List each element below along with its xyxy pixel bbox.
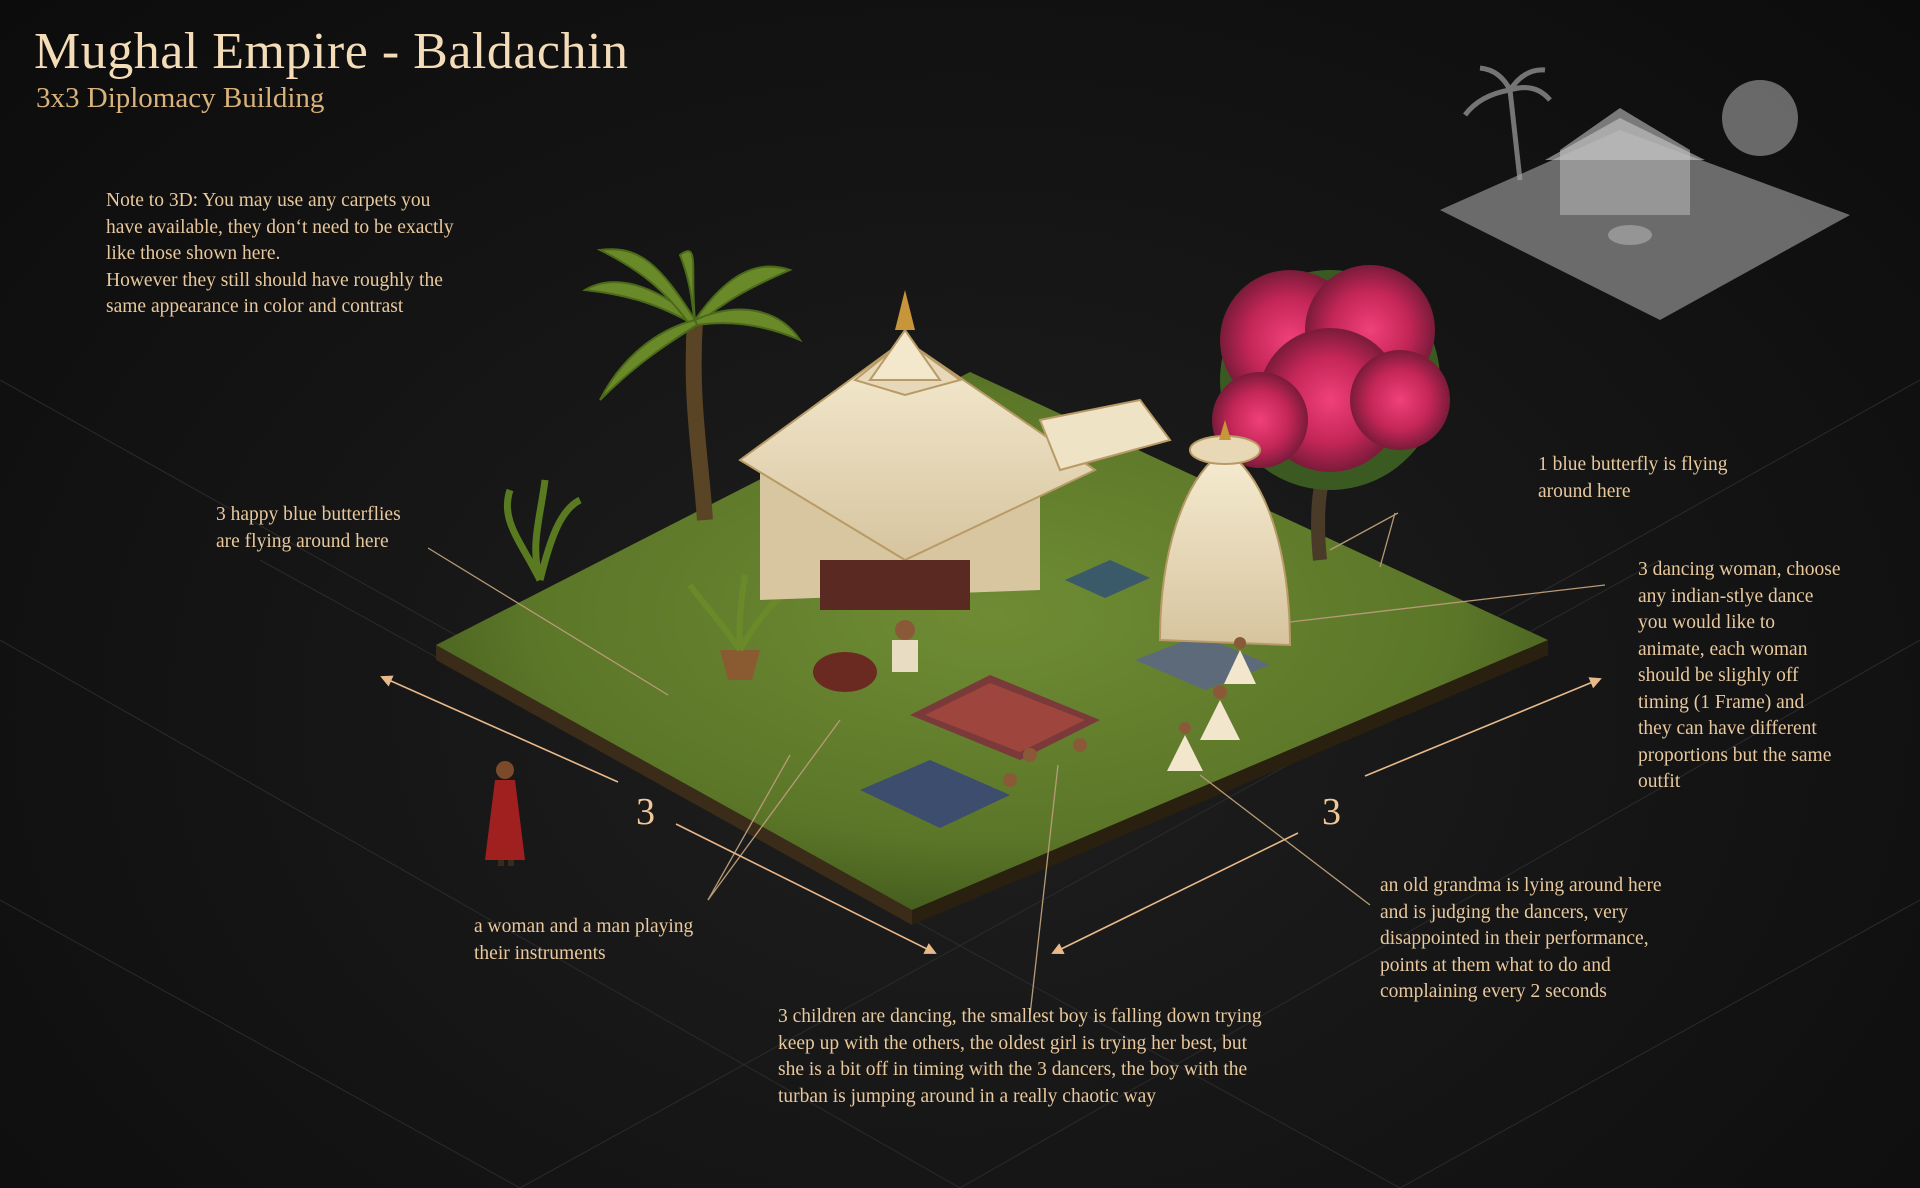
annotation-line: should be slighly off (1638, 665, 1799, 686)
small-round-tent (1158, 420, 1292, 647)
annotation-line: timing (1 Frame) and (1638, 691, 1805, 713)
palm-tree (581, 248, 803, 521)
page-title: Mughal Empire - Baldachin (34, 23, 629, 80)
annotation-line: any indian-stlye dance (1638, 585, 1814, 607)
annotation-grandma: an old grandma is lying around here and … (1380, 873, 1662, 1006)
annotation-line: keep up with the others, the oldest girl… (778, 1032, 1247, 1054)
annotation-line: 3 children are dancing, the smallest boy… (778, 1006, 1262, 1027)
dimension-label-right: 3 (1322, 791, 1341, 833)
annotation-line: disappointed in their performance, (1380, 928, 1649, 949)
annotation-musicians: a woman and a man playing their instrume… (474, 914, 693, 967)
thumbnail-preview (1440, 65, 1850, 320)
note-line: Note to 3D: You may use any carpets you (106, 190, 431, 211)
annotation-line: she is a bit off in timing with the 3 da… (778, 1059, 1248, 1080)
annotation-children: 3 children are dancing, the smallest boy… (778, 1004, 1262, 1110)
annotation-one-butterfly: 1 blue butterfly is flying around here (1538, 452, 1728, 505)
annotation-line: a woman and a man playing (474, 916, 694, 937)
annotation-line: points at them what to do and (1380, 954, 1611, 976)
annotation-line: 1 blue butterfly is flying (1538, 454, 1728, 475)
side-awning (1038, 398, 1172, 472)
annotation-line: proportions but the same (1638, 744, 1832, 766)
musicians-and-children (813, 620, 1087, 787)
iso-ground-tile (436, 372, 1548, 925)
annotation-line: an old grandma is lying around here (1380, 875, 1662, 896)
annotation-line: around here (1538, 480, 1631, 502)
dimension-label-left: 3 (636, 791, 655, 833)
baldachin-tent (738, 290, 1098, 610)
annotation-line: are flying around here (216, 530, 389, 552)
dimension-arrows (380, 675, 1602, 954)
note-line: have available, they don‘t need to be ex… (106, 216, 454, 238)
annotation-line: you would like to (1638, 612, 1776, 633)
annotation-line: 3 dancing woman, choose (1638, 559, 1841, 580)
note-to-3d: Note to 3D: You may use any carpets you … (106, 188, 454, 321)
annotation-line: outfit (1638, 771, 1681, 792)
dancers (1167, 637, 1256, 771)
annotation-line: 3 happy blue butterflies (216, 504, 401, 525)
page-subtitle: 3x3 Diplomacy Building (36, 82, 325, 114)
note-line: like those shown here. (106, 243, 281, 264)
annotation-line: their instruments (474, 942, 606, 964)
note-line: same appearance in color and contrast (106, 296, 404, 317)
annotation-dancing-women: 3 dancing woman, choose any indian-stlye… (1638, 557, 1841, 796)
annotation-line: and is judging the dancers, very (1380, 901, 1629, 923)
scale-reference-figure (485, 761, 525, 866)
potted-plants (503, 479, 792, 680)
note-line: However they still should have roughly t… (106, 269, 443, 291)
annotation-line: they can have different (1638, 718, 1817, 739)
flowering-tree (1212, 265, 1450, 561)
annotation-three-butterflies: 3 happy blue butterflies are flying arou… (216, 502, 401, 555)
annotation-line: complaining every 2 seconds (1380, 981, 1607, 1002)
annotation-line: animate, each woman (1638, 638, 1808, 660)
annotation-line: turban is jumping around in a really cha… (778, 1085, 1156, 1107)
annotation-leader-lines (427, 512, 1606, 1016)
